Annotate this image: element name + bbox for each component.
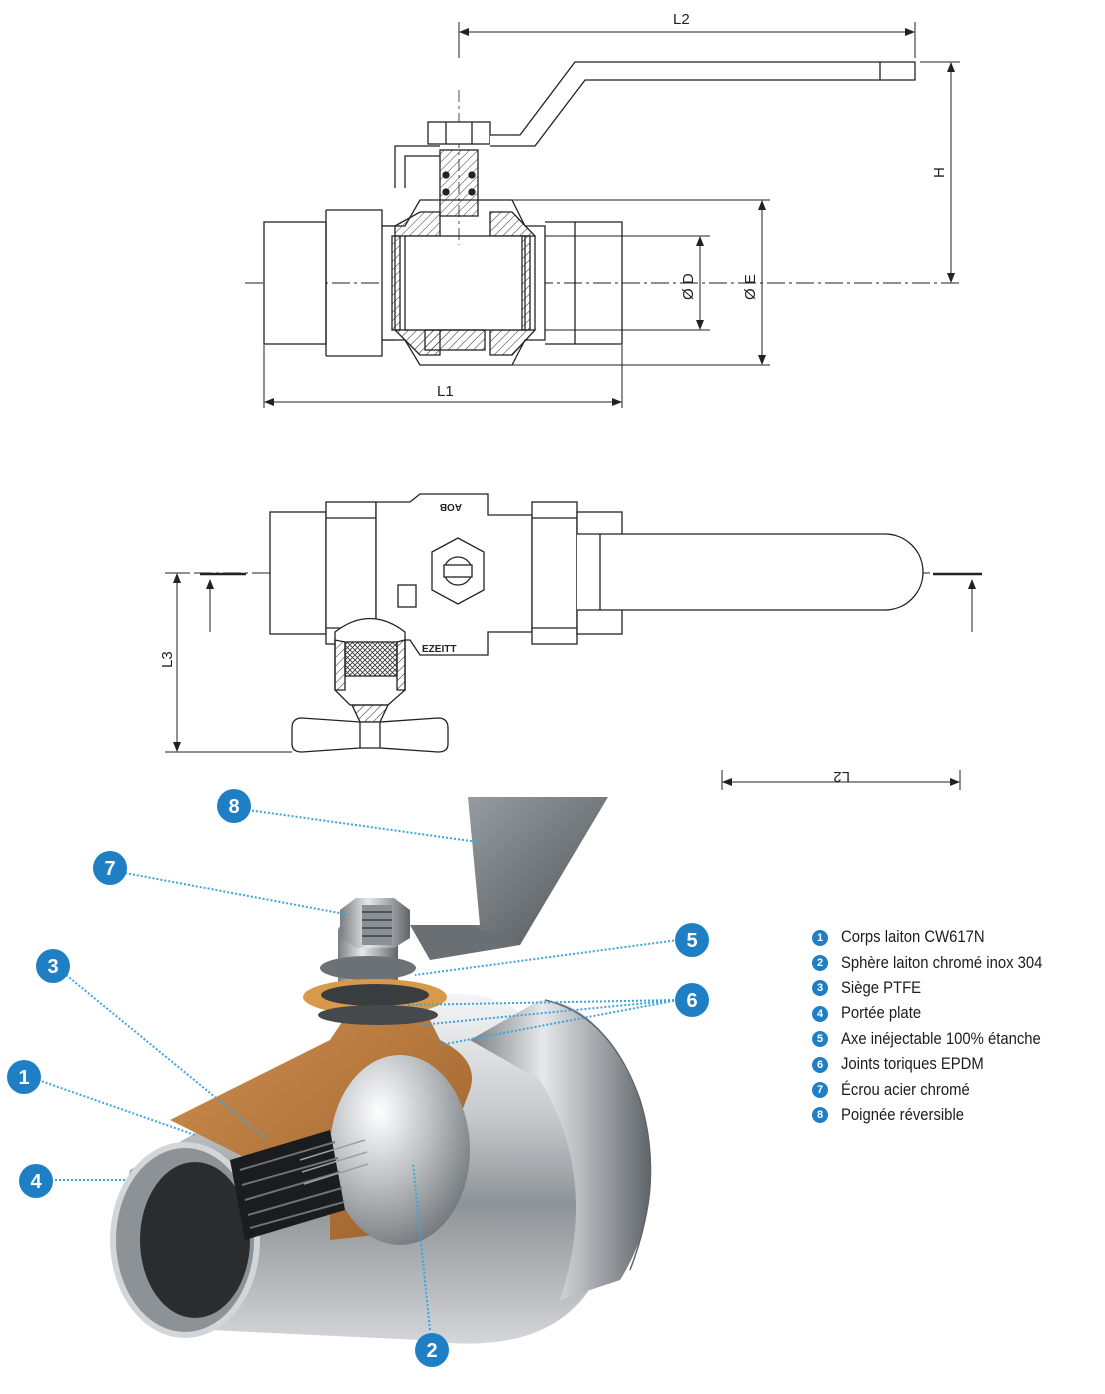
legend-text: Portée plate: [841, 1004, 922, 1023]
legend-item: 3 Siège PTFE: [812, 976, 1065, 1001]
e-label: Ø E: [742, 274, 759, 300]
stamp-bottom: EZEITT: [422, 644, 456, 655]
callout-4: 4: [19, 1164, 53, 1198]
d-label: Ø D: [680, 273, 697, 300]
lever-handle: [394, 61, 916, 188]
legend-item: 1 Corps laiton CW617N: [812, 925, 1065, 950]
legend-number: 8: [812, 1107, 828, 1124]
svg-text:2: 2: [426, 1340, 437, 1362]
leader-6c: [439, 999, 679, 1046]
front-dimensions: [263, 22, 960, 408]
legend-text: Corps laiton CW617N: [841, 928, 985, 947]
l2-label: L2: [673, 11, 690, 28]
callout-5: 5: [675, 923, 709, 957]
cutaway-render: [110, 797, 652, 1344]
leader-3: [59, 969, 266, 1139]
legend-item: 8 Poignée réversible: [812, 1103, 1065, 1128]
legend-number: 4: [812, 1005, 828, 1022]
legend-number: 3: [812, 980, 828, 997]
svg-text:8: 8: [228, 796, 239, 818]
left-end-fitting: [263, 221, 327, 345]
top-view-drawing: [165, 493, 930, 753]
leader-5a: [414, 939, 679, 976]
stem-nut: [427, 121, 491, 145]
leader-6b: [419, 999, 679, 1026]
legend-text: Écrou acier chromé: [841, 1080, 970, 1099]
leader-6a: [406, 999, 679, 1006]
callout-2: 2: [415, 1333, 449, 1367]
legend-item: 6 Joints toriques EPDM: [812, 1052, 1065, 1077]
legend-number: 7: [812, 1082, 828, 1099]
legend-text: Siège PTFE: [841, 978, 922, 997]
l2-label-2: L2: [833, 768, 850, 785]
h-label: H: [931, 167, 948, 178]
legend-item: 7 Écrou acier chromé: [812, 1077, 1065, 1102]
svg-text:6: 6: [686, 990, 697, 1012]
callout-3: 3: [36, 949, 70, 983]
leader-7: [124, 872, 351, 916]
callouts: [37, 809, 679, 1331]
legend-number: 2: [812, 955, 828, 972]
front-section-drawing: [245, 61, 960, 366]
svg-text:7: 7: [104, 858, 115, 880]
callout-7: 7: [93, 851, 127, 885]
parts-legend: 1 Corps laiton CW617N 2 Sphère laiton chro…: [812, 925, 1065, 1128]
callout-6: 6: [675, 983, 709, 1017]
legend-text: Joints toriques EPDM: [841, 1055, 984, 1074]
lever-plan: [577, 533, 924, 611]
svg-text:3: 3: [47, 956, 58, 978]
legend-number: 6: [812, 1056, 828, 1073]
t-handle: [291, 717, 449, 753]
callout-1: 1: [7, 1060, 41, 1094]
callout-badges: 8 7 5 6 3 1 4 2: [7, 789, 709, 1367]
l1-label: L1: [437, 383, 454, 400]
stamp-top: AOB: [440, 501, 462, 512]
legend-item: 2 Sphère laiton chromé inox 304: [812, 950, 1065, 975]
svg-text:4: 4: [30, 1171, 42, 1193]
leader-1: [37, 1079, 196, 1136]
legend-item: 4 Portée plate: [812, 1001, 1065, 1026]
svg-text:1: 1: [18, 1067, 29, 1089]
legend-text: Poignée réversible: [841, 1105, 965, 1124]
ball-bore: [404, 235, 526, 331]
legend-number: 5: [812, 1031, 828, 1048]
handle-render: [448, 797, 608, 945]
legend-item: 5 Axe inéjectable 100% étanche: [812, 1027, 1065, 1052]
legend-text: Axe inéjectable 100% étanche: [841, 1029, 1041, 1048]
right-end-fitting: [545, 221, 623, 345]
svg-text:5: 5: [686, 930, 697, 952]
l3-label: L3: [159, 651, 176, 668]
legend-number: 1: [812, 929, 828, 946]
top-view-dimensions: [165, 572, 982, 790]
callout-8: 8: [217, 789, 251, 823]
legend-text: Sphère laiton chromé inox 304: [841, 953, 1043, 972]
leader-8: [247, 809, 486, 844]
ball-render: [330, 1055, 470, 1245]
